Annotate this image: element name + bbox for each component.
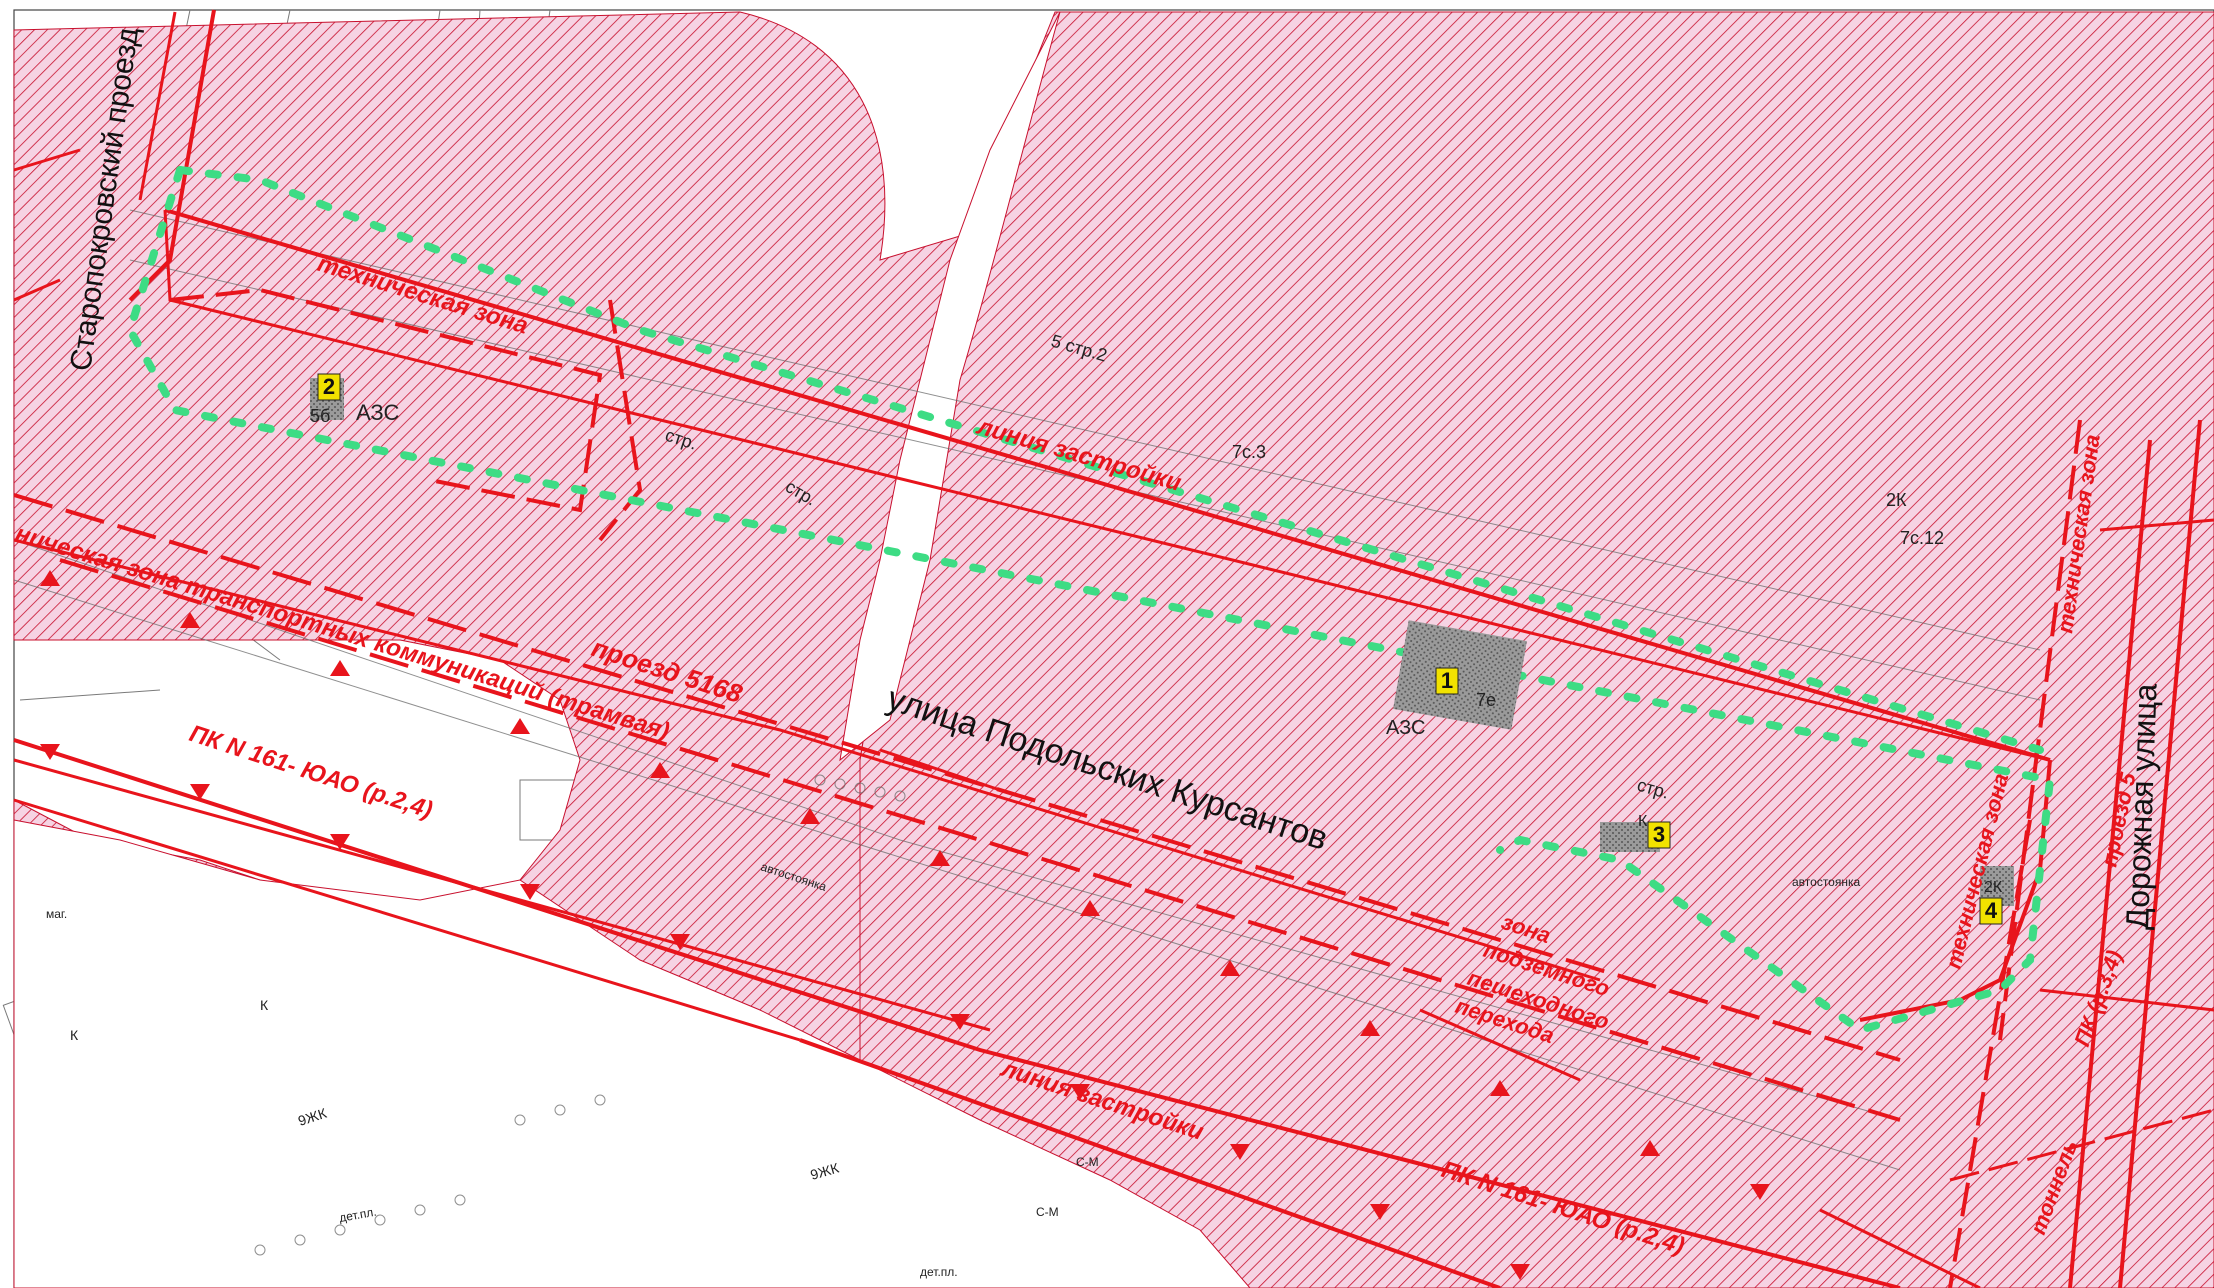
marker-3-label: К (1638, 813, 1648, 830)
label-det-pl-1: дет.пл. (338, 1205, 377, 1225)
numbered-markers: 1 7e 2 5б 3 К 4 2К (310, 373, 2003, 925)
marker-2-number: 2 (323, 374, 335, 399)
marker-1-number: 1 (1441, 668, 1453, 693)
label-sm-1: С-М (1076, 1155, 1099, 1169)
label-mag: маг. (46, 907, 67, 921)
street-dorozhnaya: Дорожная улица (2119, 683, 2164, 930)
marker-4: 4 2К (1979, 879, 2003, 925)
map-frame (13, 9, 2214, 1288)
marker-2: 2 5б (310, 373, 341, 426)
hatched-zones (13, 11, 2214, 1288)
label-det-pl-2: дет.пл. (920, 1265, 958, 1279)
label-avtostoyanka-2: автостоянка (1792, 875, 1860, 889)
marker-1-label: 7e (1476, 690, 1496, 710)
marker-3: 3 К (1638, 813, 1671, 849)
green-boundary (125, 166, 2055, 1035)
label-sm-2: С-М (1036, 1205, 1059, 1219)
label-k-2: К (70, 1027, 79, 1043)
marker-3-number: 3 (1653, 822, 1665, 847)
triangle-markers (40, 570, 1770, 1280)
label-7s12: 7с.12 (1900, 528, 1944, 548)
marker-4-number: 4 (1985, 898, 1998, 923)
corridor-gap (839, 11, 1061, 762)
marker-4-label: 2К (1984, 879, 2003, 896)
marker-2-label: 5б (310, 406, 330, 426)
label-9zh-2: 9ЖК (808, 1159, 841, 1183)
label-k-1: К (260, 997, 269, 1013)
label-azs-1: АЗС (1386, 717, 1425, 739)
label-7s3: 7с.3 (1232, 442, 1266, 462)
label-azs-2: АЗС (356, 400, 399, 425)
label-2k: 2К (1886, 490, 1907, 510)
marker-1: 1 7e (1435, 667, 1496, 710)
